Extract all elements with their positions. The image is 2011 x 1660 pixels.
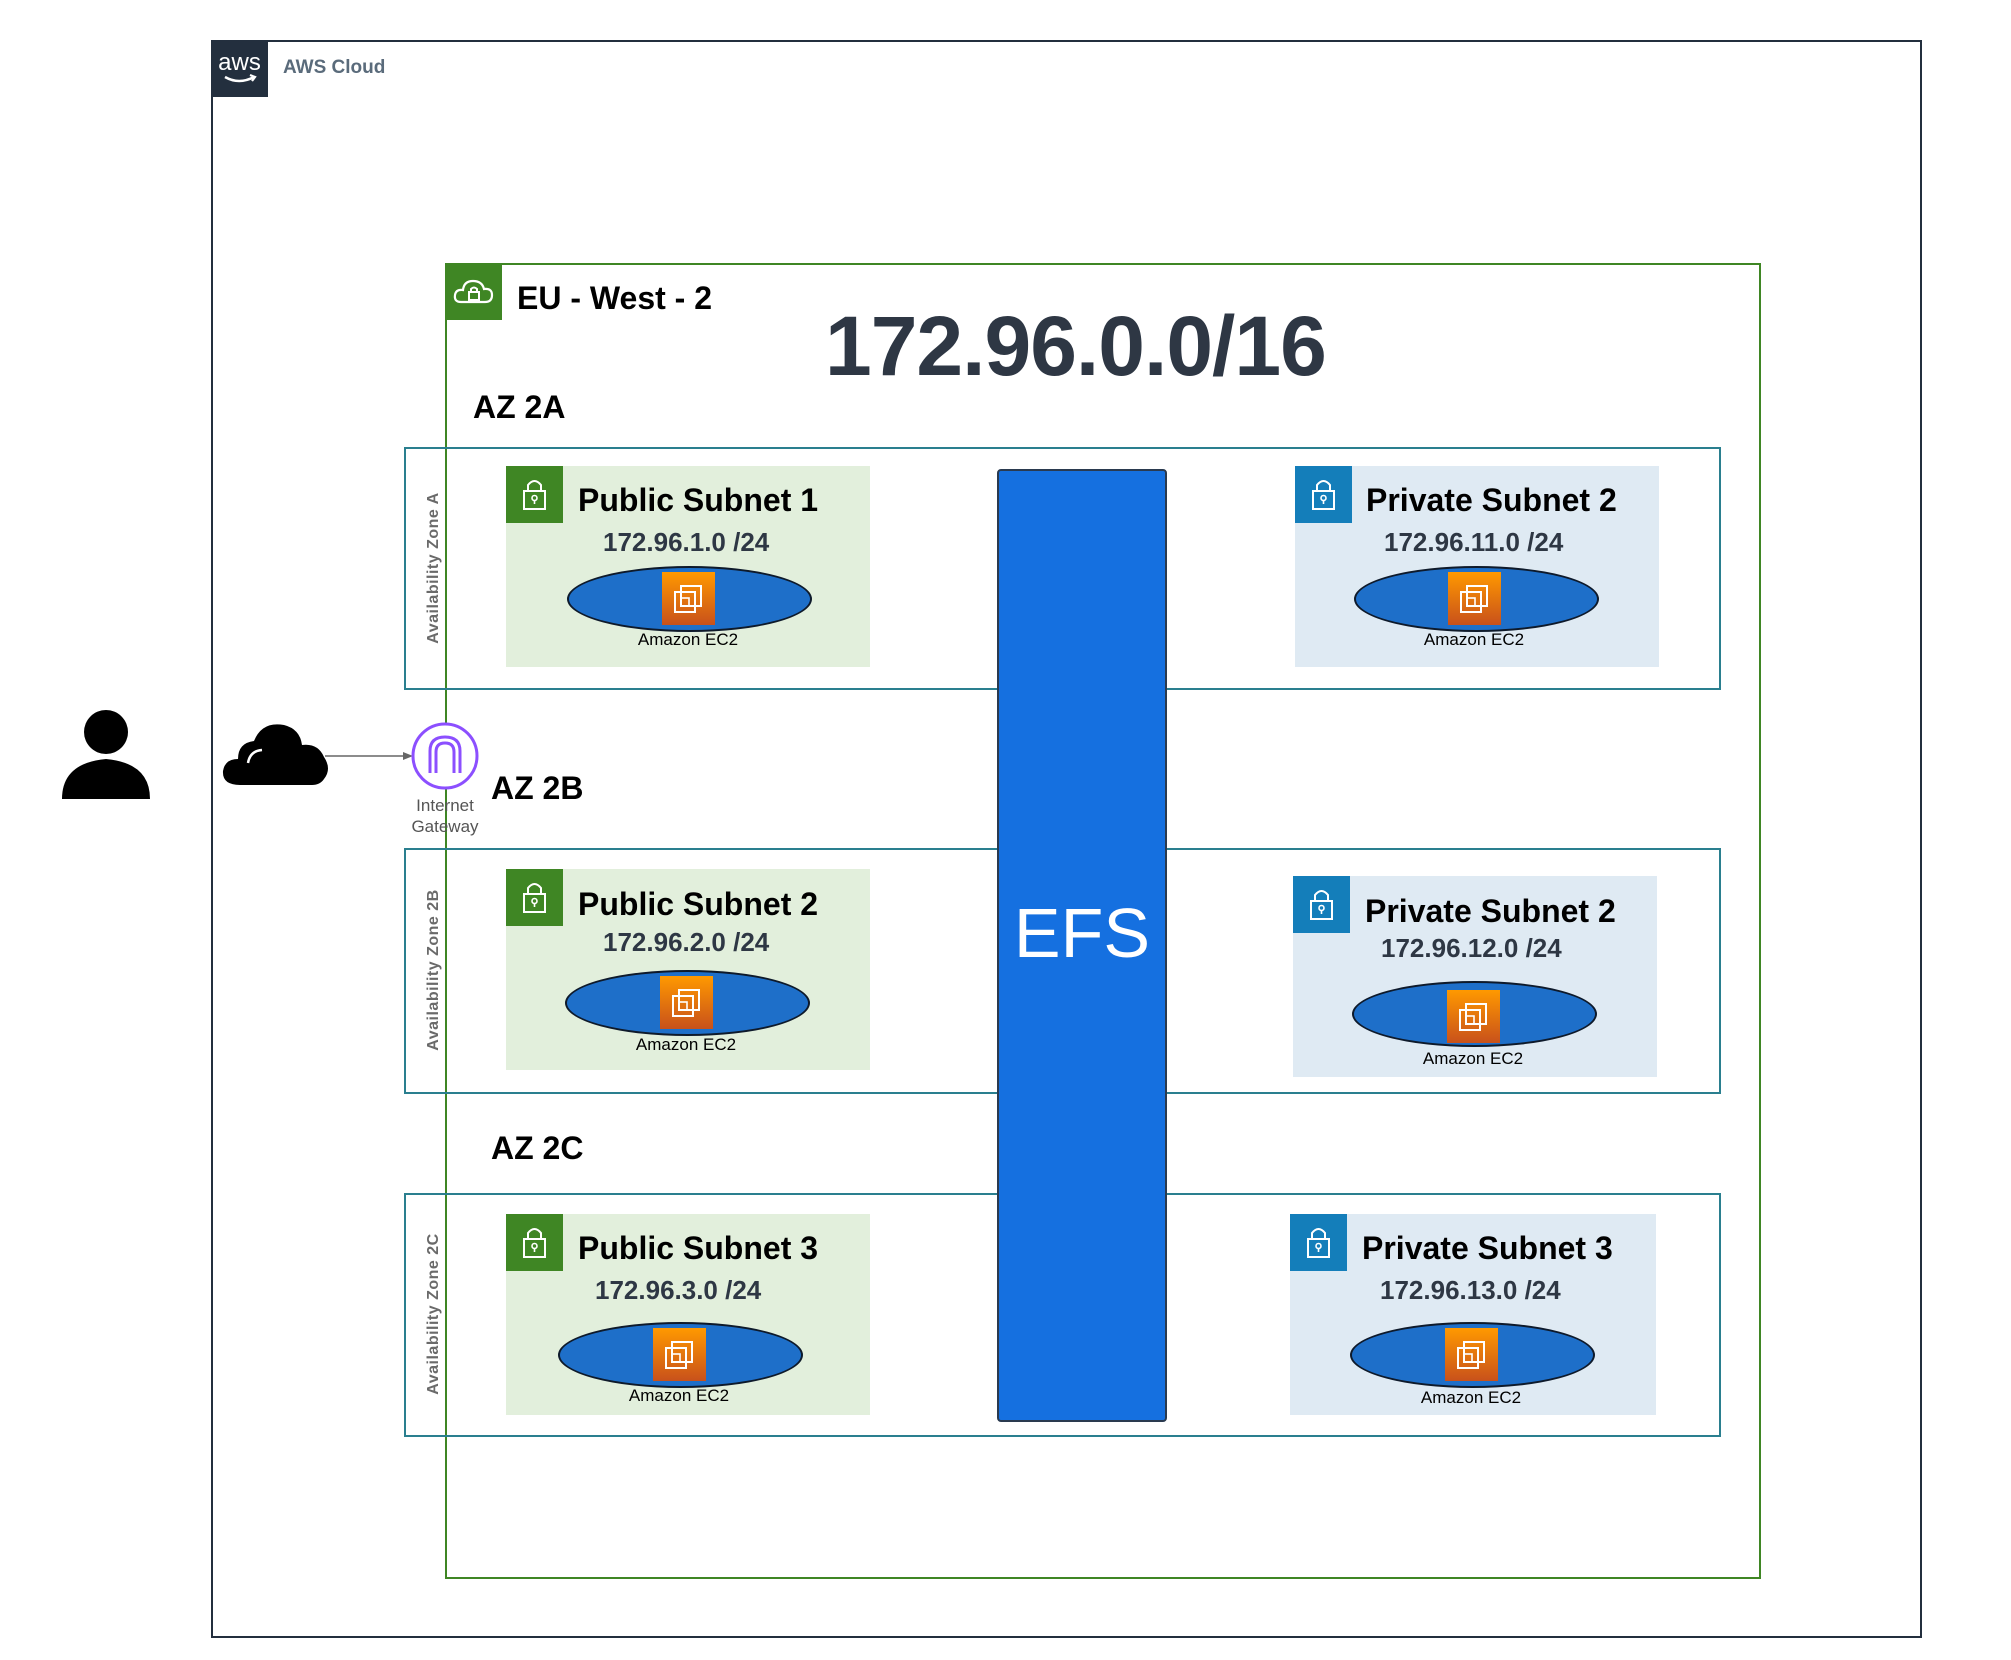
vpc-cidr: 172.96.0.0/16 — [825, 299, 1327, 393]
ec2-label: Amazon EC2 — [637, 630, 739, 649]
efs-label: EFS — [1013, 894, 1151, 972]
region-cloud-lock-icon — [445, 263, 502, 320]
public-subnet-lock-icon — [506, 466, 563, 523]
public-subnet-3-cidr: 172.96.3.0 /24 — [595, 1275, 762, 1305]
region-label: EU - West - 2 — [517, 280, 712, 316]
gateway-label-line1: Internet — [416, 796, 474, 815]
public-subnet-3-name: Public Subnet 3 — [578, 1230, 819, 1266]
public-subnet-1-name: Public Subnet 1 — [578, 482, 819, 518]
ec2-icon — [1447, 990, 1500, 1043]
private-subnet-2b-cidr: 172.96.12.0 /24 — [1381, 933, 1562, 963]
internet-cloud-icon — [220, 717, 332, 787]
internet-to-gateway-arrow — [325, 752, 415, 760]
private-subnet-lock-icon — [1290, 1214, 1347, 1271]
private-subnet-2b-name: Private Subnet 2 — [1365, 893, 1616, 929]
ec2-icon — [1445, 1328, 1498, 1381]
ec2-label: Amazon EC2 — [628, 1386, 730, 1405]
internet-gateway-icon — [410, 721, 480, 791]
private-subnet-3-name: Private Subnet 3 — [1362, 1230, 1613, 1266]
gateway-label-line2: Gateway — [411, 817, 479, 836]
ec2-icon — [1448, 572, 1501, 625]
ec2-icon — [662, 572, 715, 625]
efs-storage — [997, 469, 1167, 1422]
az-2a-title: AZ 2A — [473, 389, 566, 425]
user-icon — [60, 707, 152, 799]
ec2-label: Amazon EC2 — [1420, 1388, 1522, 1407]
public-subnet-lock-icon — [506, 1214, 563, 1271]
ec2-icon — [653, 1328, 706, 1381]
az-2c-title: AZ 2C — [491, 1130, 584, 1166]
az-2c-vertical-label-text: Availability Zone 2C — [425, 1233, 442, 1395]
aws-logo-text: aws — [218, 49, 261, 76]
private-subnet-2a-name: Private Subnet 2 — [1366, 482, 1617, 518]
internet-gateway-label: Internet Gateway — [385, 795, 505, 837]
az-a-vertical-label-text: Availability Zone A — [425, 492, 442, 644]
ec2-label: Amazon EC2 — [1423, 630, 1525, 649]
ec2-label: Amazon EC2 — [1422, 1049, 1524, 1068]
private-subnet-lock-icon — [1293, 876, 1350, 933]
public-subnet-2-cidr: 172.96.2.0 /24 — [603, 927, 770, 957]
public-subnet-lock-icon — [506, 869, 563, 926]
public-subnet-2-name: Public Subnet 2 — [578, 886, 819, 922]
ec2-icon — [660, 976, 713, 1029]
az-2b-title: AZ 2B — [491, 770, 584, 806]
private-subnet-3-cidr: 172.96.13.0 /24 — [1380, 1275, 1561, 1305]
aws-cloud-group — [211, 40, 1922, 1638]
ec2-label: Amazon EC2 — [635, 1035, 737, 1054]
az-2b-vertical-label-text: Availability Zone 2B — [425, 889, 442, 1051]
aws-logo-icon: aws — [211, 40, 268, 97]
private-subnet-2a-cidr: 172.96.11.0 /24 — [1384, 527, 1564, 557]
region-group — [445, 263, 1761, 1579]
public-subnet-1-cidr: 172.96.1.0 /24 — [603, 527, 770, 557]
aws-cloud-label: AWS Cloud — [283, 57, 386, 78]
private-subnet-lock-icon — [1295, 466, 1352, 523]
